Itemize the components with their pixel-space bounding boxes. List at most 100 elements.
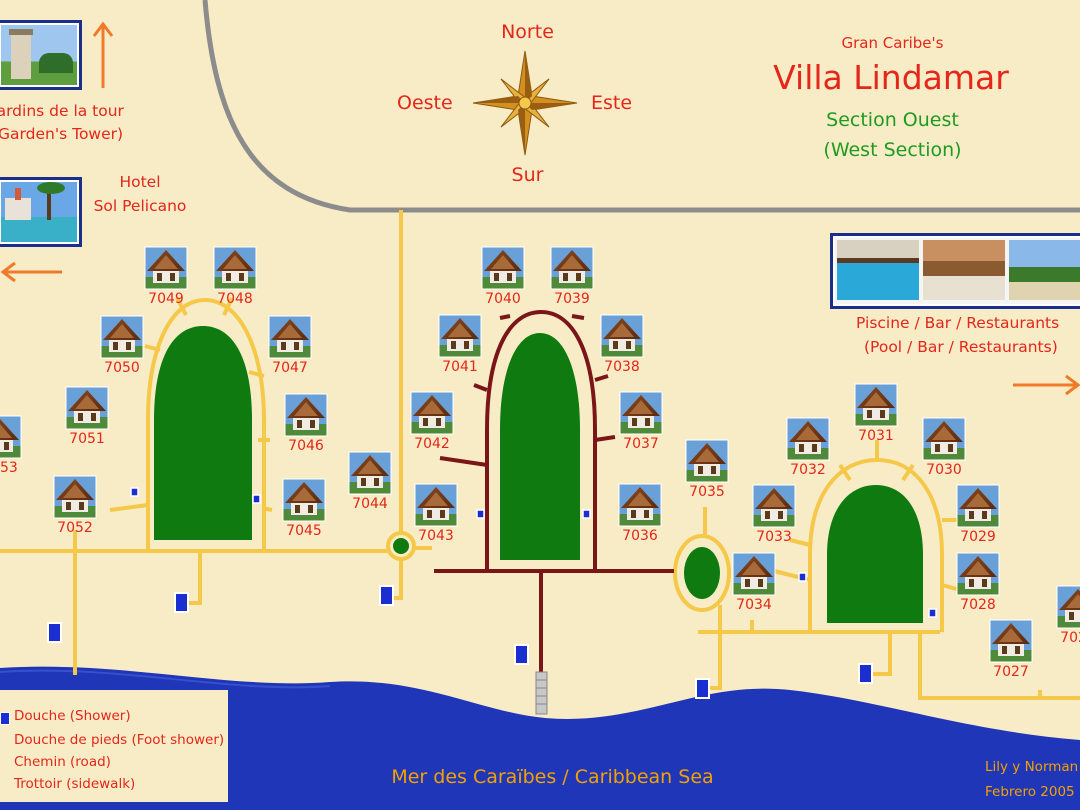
credit-date: Febrero 2005 <box>985 784 1075 800</box>
bungalow-7031 <box>854 383 898 427</box>
bungalow-number: 7041 <box>442 359 478 375</box>
bungalow-number: 7030 <box>926 462 962 478</box>
direction-arrows <box>0 21 1080 396</box>
bungalow-7051 <box>65 386 109 430</box>
foot-shower-icon <box>252 494 261 504</box>
legend-sidewalk: Trottoir (sidewalk) <box>14 776 136 792</box>
page-title: Villa Lindamar <box>773 58 1009 97</box>
foot-showers <box>130 487 937 618</box>
bungalow-7027 <box>989 619 1033 663</box>
section-label: Section Ouest <box>826 109 959 131</box>
hotel-photo <box>0 177 82 247</box>
road-network <box>434 309 674 672</box>
bungalow-number: 7032 <box>790 462 826 478</box>
foot-shower-icon <box>130 487 139 497</box>
bungalow-number: 7043 <box>418 528 454 544</box>
credit-author: Lily y Norman <box>985 759 1079 775</box>
bungalow-number: 7026 <box>1060 630 1080 646</box>
bungalow-layer: 7053705270517050704970487047704670457044… <box>0 246 1080 680</box>
bungalow-number: 7036 <box>622 528 658 544</box>
bungalow-number: 7033 <box>756 529 792 545</box>
bungalow-number: 7051 <box>69 431 105 447</box>
east-lawn <box>827 485 923 623</box>
bungalow-7052 <box>53 475 97 519</box>
bungalow-7039 <box>550 246 594 290</box>
legend-foot-shower: Douche de pieds (Foot shower) <box>14 732 225 748</box>
bungalow-number: 7028 <box>960 597 996 613</box>
bungalow-7037 <box>619 391 663 435</box>
shower-icon <box>174 592 189 613</box>
bungalow-7038 <box>600 314 644 358</box>
shower-icon <box>47 622 62 643</box>
bungalow-number: 7046 <box>288 438 324 454</box>
bungalow-number: 7042 <box>414 436 450 452</box>
bungalow-number: 7048 <box>217 291 253 307</box>
legend-road: Chemin (road) <box>14 754 111 770</box>
bungalow-7050 <box>100 315 144 359</box>
shower-icon <box>858 663 873 684</box>
shower-icon <box>514 644 529 665</box>
showers <box>47 585 873 699</box>
tower-label: Jardins de la tour <box>0 102 124 120</box>
pier <box>535 671 548 715</box>
bungalow-number: 7052 <box>57 520 93 536</box>
bungalow-7042 <box>410 391 454 435</box>
bungalow-7034 <box>732 552 776 596</box>
section-label-en: (West Section) <box>823 139 962 161</box>
bungalow-7041 <box>438 314 482 358</box>
tower-photo <box>0 20 82 90</box>
bungalow-number: 7038 <box>604 359 640 375</box>
caribbean-sea <box>0 666 1080 810</box>
bungalow-7032 <box>786 417 830 461</box>
bungalow-7026 <box>1056 585 1080 629</box>
pretitle: Gran Caribe's <box>841 34 944 52</box>
sea-label: Mer des Caraïbes / Caribbean Sea <box>391 766 714 788</box>
central-lawn <box>500 333 580 560</box>
bungalow-number: 7034 <box>736 597 772 613</box>
bungalow-7049 <box>144 246 188 290</box>
pool-bar-restaurants-photos <box>830 233 1080 309</box>
bungalow-7028 <box>956 552 1000 596</box>
bungalow-7030 <box>922 417 966 461</box>
foot-shower-icon <box>928 608 937 618</box>
main-road-outline <box>202 0 1080 213</box>
bungalow-7045 <box>282 478 326 522</box>
sidewalk-network <box>0 210 1080 700</box>
arrow-left-icon <box>0 261 62 283</box>
bungalow-number: 7044 <box>352 496 388 512</box>
bungalow-number: 7035 <box>689 484 725 500</box>
bungalow-number: 7050 <box>104 360 140 376</box>
compass-rose-icon <box>472 50 578 156</box>
compass-east: Este <box>591 92 633 114</box>
bungalow-number: 7027 <box>993 664 1029 680</box>
bungalow-number: 7053 <box>0 460 18 476</box>
bungalow-number: 7029 <box>960 529 996 545</box>
bungalow-number: 7031 <box>858 428 894 444</box>
foot-shower-icon <box>798 572 807 582</box>
bungalow-number: 7037 <box>623 436 659 452</box>
bungalow-7053 <box>0 415 22 459</box>
bungalow-number: 7049 <box>148 291 184 307</box>
bungalow-number: 7040 <box>485 291 521 307</box>
shower-icon <box>695 678 710 699</box>
compass-south: Sur <box>511 164 544 186</box>
arrow-up-icon <box>92 21 114 88</box>
bungalow-7040 <box>481 246 525 290</box>
pool-label-en: (Pool / Bar / Restaurants) <box>864 338 1058 356</box>
foot-shower-icon <box>476 509 485 519</box>
bungalow-7044 <box>348 451 392 495</box>
map-legend: Douche (Shower) Douche de pieds (Foot sh… <box>0 690 228 802</box>
shower-icon <box>379 585 394 606</box>
pool-label: Piscine / Bar / Restaurants <box>856 314 1060 332</box>
compass-north: Norte <box>501 21 554 43</box>
bungalow-number: 7039 <box>554 291 590 307</box>
bungalow-number: 7047 <box>272 360 308 376</box>
bungalow-7048 <box>213 246 257 290</box>
bungalow-7046 <box>284 393 328 437</box>
bungalow-7047 <box>268 315 312 359</box>
west-lawn <box>154 326 252 540</box>
compass-west: Oeste <box>397 92 453 114</box>
bungalow-7033 <box>752 484 796 528</box>
shower-icon <box>0 712 10 725</box>
